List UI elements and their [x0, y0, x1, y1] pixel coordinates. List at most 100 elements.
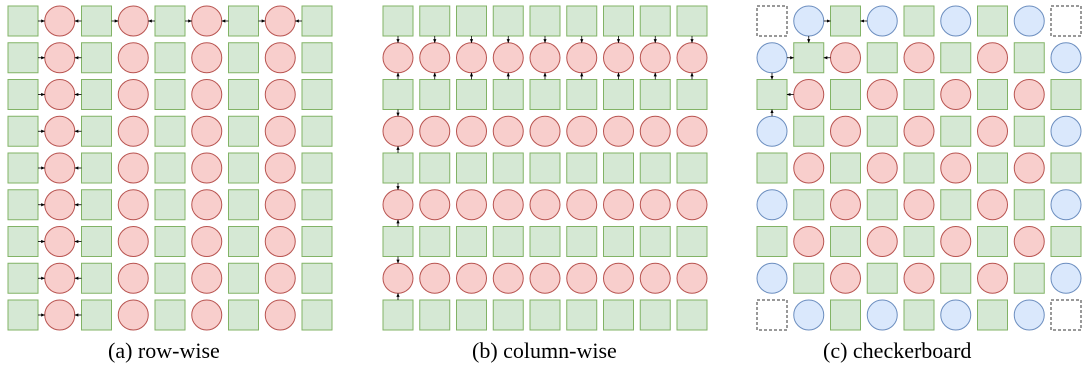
square-node	[676, 79, 708, 110]
square-node	[639, 226, 671, 257]
empty-square-node	[1050, 5, 1082, 37]
circle-node	[830, 42, 861, 74]
square-node	[756, 152, 788, 184]
square-node	[382, 152, 414, 184]
circle-node	[639, 115, 671, 147]
square-node	[81, 42, 112, 74]
square-node	[228, 79, 259, 110]
square-node	[419, 299, 451, 331]
square-node	[301, 79, 333, 110]
square-node	[154, 262, 186, 294]
square-node	[676, 5, 708, 37]
square-node	[1050, 79, 1082, 110]
square-node	[977, 5, 1008, 37]
square-node	[756, 79, 788, 110]
circle-node	[866, 79, 898, 110]
square-node	[154, 299, 186, 331]
circle-node	[603, 115, 634, 147]
square-node	[301, 226, 333, 257]
square-node	[603, 5, 634, 37]
circle-node	[903, 262, 935, 294]
circle-node	[676, 189, 708, 221]
square-node	[529, 226, 561, 257]
circle-node	[456, 262, 487, 294]
square-node	[793, 115, 825, 147]
square-node	[866, 115, 898, 147]
square-node	[154, 189, 186, 221]
square-node	[529, 152, 561, 184]
grid-row-wise	[7, 5, 333, 331]
square-node	[566, 79, 598, 110]
circle-node	[191, 226, 223, 257]
circle-node	[793, 152, 825, 184]
square-node	[492, 299, 524, 331]
circle-node	[117, 299, 149, 331]
square-node	[903, 226, 935, 257]
circle-node	[830, 115, 861, 147]
square-node	[1013, 189, 1045, 221]
circle-node	[191, 189, 223, 221]
square-node	[1013, 115, 1045, 147]
circle-node	[977, 189, 1008, 221]
blue-circle-node	[793, 5, 825, 37]
square-node	[7, 79, 39, 110]
square-node	[793, 189, 825, 221]
caption-column-wise: (b) column-wise	[472, 338, 617, 363]
square-node	[639, 299, 671, 331]
blue-circle-node	[1050, 115, 1082, 147]
blue-circle-node	[1050, 42, 1082, 74]
circle-node	[529, 115, 561, 147]
circle-node	[419, 262, 451, 294]
circle-node	[566, 115, 598, 147]
blue-circle-node	[1050, 262, 1082, 294]
square-node	[566, 152, 598, 184]
square-node	[456, 299, 487, 331]
empty-square-node	[1050, 299, 1082, 331]
square-node	[603, 226, 634, 257]
circle-node	[191, 42, 223, 74]
circle-node	[191, 262, 223, 294]
blue-circle-node	[756, 42, 788, 74]
square-node	[7, 152, 39, 184]
square-node	[7, 5, 39, 37]
square-node	[793, 262, 825, 294]
square-node	[419, 152, 451, 184]
square-node	[639, 152, 671, 184]
circle-node	[419, 189, 451, 221]
circle-node	[191, 152, 223, 184]
square-node	[793, 42, 825, 74]
circle-node	[264, 262, 296, 294]
square-node	[492, 226, 524, 257]
square-node	[756, 226, 788, 257]
circle-node	[492, 115, 524, 147]
square-node	[419, 5, 451, 37]
square-node	[81, 152, 112, 184]
circle-node	[676, 262, 708, 294]
circle-node	[940, 226, 972, 257]
square-node	[228, 262, 259, 294]
square-node	[529, 5, 561, 37]
circle-node	[456, 189, 487, 221]
square-node	[830, 226, 861, 257]
square-node	[1050, 152, 1082, 184]
square-node	[81, 226, 112, 257]
empty-square-node	[756, 299, 788, 331]
empty-square-node	[756, 5, 788, 37]
circle-node	[830, 262, 861, 294]
circle-node	[492, 189, 524, 221]
square-node	[639, 5, 671, 37]
square-node	[603, 299, 634, 331]
square-node	[81, 262, 112, 294]
square-node	[639, 79, 671, 110]
circle-node	[191, 79, 223, 110]
square-node	[1013, 262, 1045, 294]
circle-node	[264, 189, 296, 221]
circle-node	[191, 299, 223, 331]
square-node	[301, 152, 333, 184]
blue-circle-node	[793, 299, 825, 331]
square-node	[566, 299, 598, 331]
square-node	[940, 42, 972, 74]
circle-node	[529, 189, 561, 221]
circle-node	[977, 42, 1008, 74]
